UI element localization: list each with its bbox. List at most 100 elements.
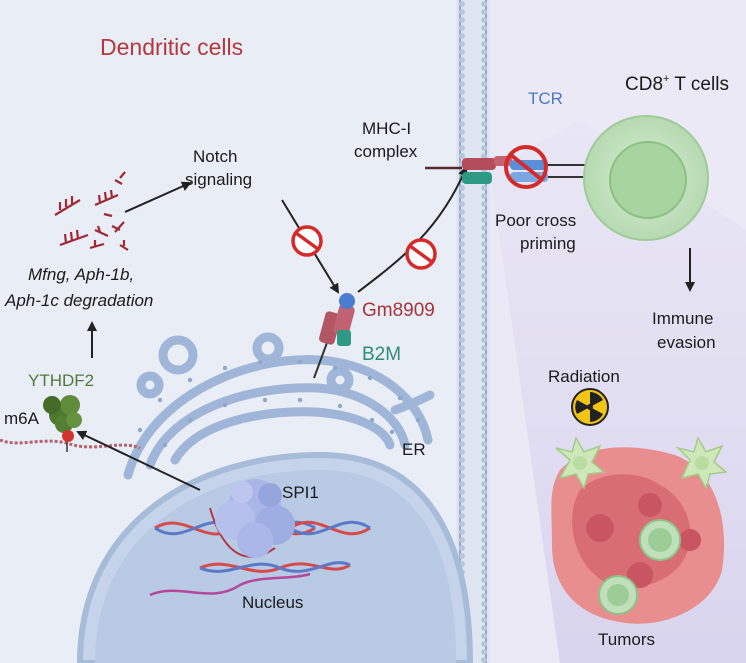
membrane-bead — [481, 457, 487, 463]
membrane-bead — [481, 425, 487, 431]
membrane-bead — [481, 121, 487, 127]
membrane-bead — [459, 193, 465, 199]
membrane-bead — [481, 641, 487, 647]
membrane-bead — [459, 481, 465, 487]
membrane-bead — [481, 377, 487, 383]
membrane-bead — [481, 137, 487, 143]
membrane-bead — [459, 65, 465, 71]
er-ribosome-dots — [137, 359, 421, 448]
membrane-bead — [481, 321, 487, 327]
prohibit-icon-mhc-transport — [405, 238, 437, 270]
membrane-bead — [481, 33, 487, 39]
immune-evasion-line2: evasion — [657, 333, 716, 352]
membrane-bead — [459, 497, 465, 503]
membrane-bead — [481, 81, 487, 87]
membrane-bead — [459, 337, 465, 343]
membrane-bead — [459, 465, 465, 471]
membrane-bead — [481, 241, 487, 247]
membrane-bead — [459, 217, 465, 223]
nucleus-label: Nucleus — [242, 593, 303, 612]
membrane-bead — [481, 385, 487, 391]
membrane-bead — [459, 49, 465, 55]
ribosome-dot — [297, 359, 303, 365]
membrane-bead — [481, 297, 487, 303]
membrane-bead — [481, 65, 487, 71]
membrane-bead — [459, 345, 465, 351]
m6a-label: m6A — [4, 409, 40, 428]
b2m-label: B2M — [362, 344, 401, 365]
membrane-bead — [481, 257, 487, 263]
membrane-bead — [481, 617, 487, 623]
membrane-bead — [481, 17, 487, 23]
membrane-bead — [481, 585, 487, 591]
membrane-bead — [459, 473, 465, 479]
membrane-bead — [481, 529, 487, 535]
spi1-label: SPI1 — [282, 483, 319, 502]
membrane-bead — [459, 57, 465, 63]
membrane-bead — [481, 361, 487, 367]
membrane-bead — [481, 1, 487, 7]
membrane-bead — [481, 545, 487, 551]
membrane-bead — [459, 313, 465, 319]
membrane-bead — [459, 401, 465, 407]
ribosome-dot — [262, 397, 268, 403]
membrane-bead — [459, 121, 465, 127]
membrane-bead — [481, 609, 487, 615]
membrane-bead — [459, 329, 465, 335]
radiation-label: Radiation — [548, 367, 620, 386]
membrane-bead — [459, 185, 465, 191]
membrane-bead — [459, 449, 465, 455]
immune-evasion-line1: Immune — [652, 309, 713, 328]
membrane-bead — [481, 113, 487, 119]
membrane-bead — [459, 281, 465, 287]
ribosome-dot — [162, 442, 168, 448]
membrane-bead — [481, 329, 487, 335]
dendritic-cell-small-right — [675, 436, 728, 490]
membrane-bead — [481, 305, 487, 311]
spi1-protein — [215, 479, 295, 558]
membrane-bead — [481, 465, 487, 471]
tumors-label: Tumors — [598, 630, 655, 649]
membrane-bead — [481, 217, 487, 223]
membrane-bead — [481, 233, 487, 239]
membrane-bead — [481, 345, 487, 351]
membrane-bead — [459, 529, 465, 535]
mhc-label-line2: complex — [354, 142, 418, 161]
ythdf2-protein — [43, 395, 82, 433]
membrane-bead — [459, 385, 465, 391]
ribosome-dot — [297, 397, 303, 403]
membrane-bead — [459, 265, 465, 271]
membrane-bead — [481, 449, 487, 455]
degradation-label-line1: Mfng, Aph-1b, — [28, 265, 134, 284]
membrane-bead — [459, 97, 465, 103]
arrow-notch-inhibition — [124, 181, 192, 213]
membrane-bead — [459, 537, 465, 543]
membrane-bead — [459, 393, 465, 399]
membrane-bead — [459, 545, 465, 551]
membrane-bead — [481, 513, 487, 519]
membrane-bead — [481, 281, 487, 287]
membrane-bead — [481, 9, 487, 15]
membrane-bead — [459, 433, 465, 439]
prohibit-icon-notch — [291, 225, 323, 257]
notch-label-line1: Notch — [193, 147, 237, 166]
er-label: ER — [402, 440, 426, 459]
membrane-bead — [481, 41, 487, 47]
membrane-bead — [481, 657, 487, 663]
membrane-bead — [459, 129, 465, 135]
membrane-bead — [459, 361, 465, 367]
membrane-bead — [459, 425, 465, 431]
membrane-bead — [481, 441, 487, 447]
tcr-label: TCR — [528, 89, 563, 108]
membrane-bead — [459, 353, 465, 359]
membrane-bead — [481, 209, 487, 215]
ribosome-dot — [187, 417, 193, 423]
cd8-t-cells-title: CD8+ T cells — [625, 73, 729, 95]
membrane-bead — [459, 417, 465, 423]
membrane-bead — [481, 73, 487, 79]
membrane-bead — [481, 433, 487, 439]
membrane-bead — [481, 201, 487, 207]
membrane-bead — [481, 473, 487, 479]
membrane-bead — [481, 89, 487, 95]
